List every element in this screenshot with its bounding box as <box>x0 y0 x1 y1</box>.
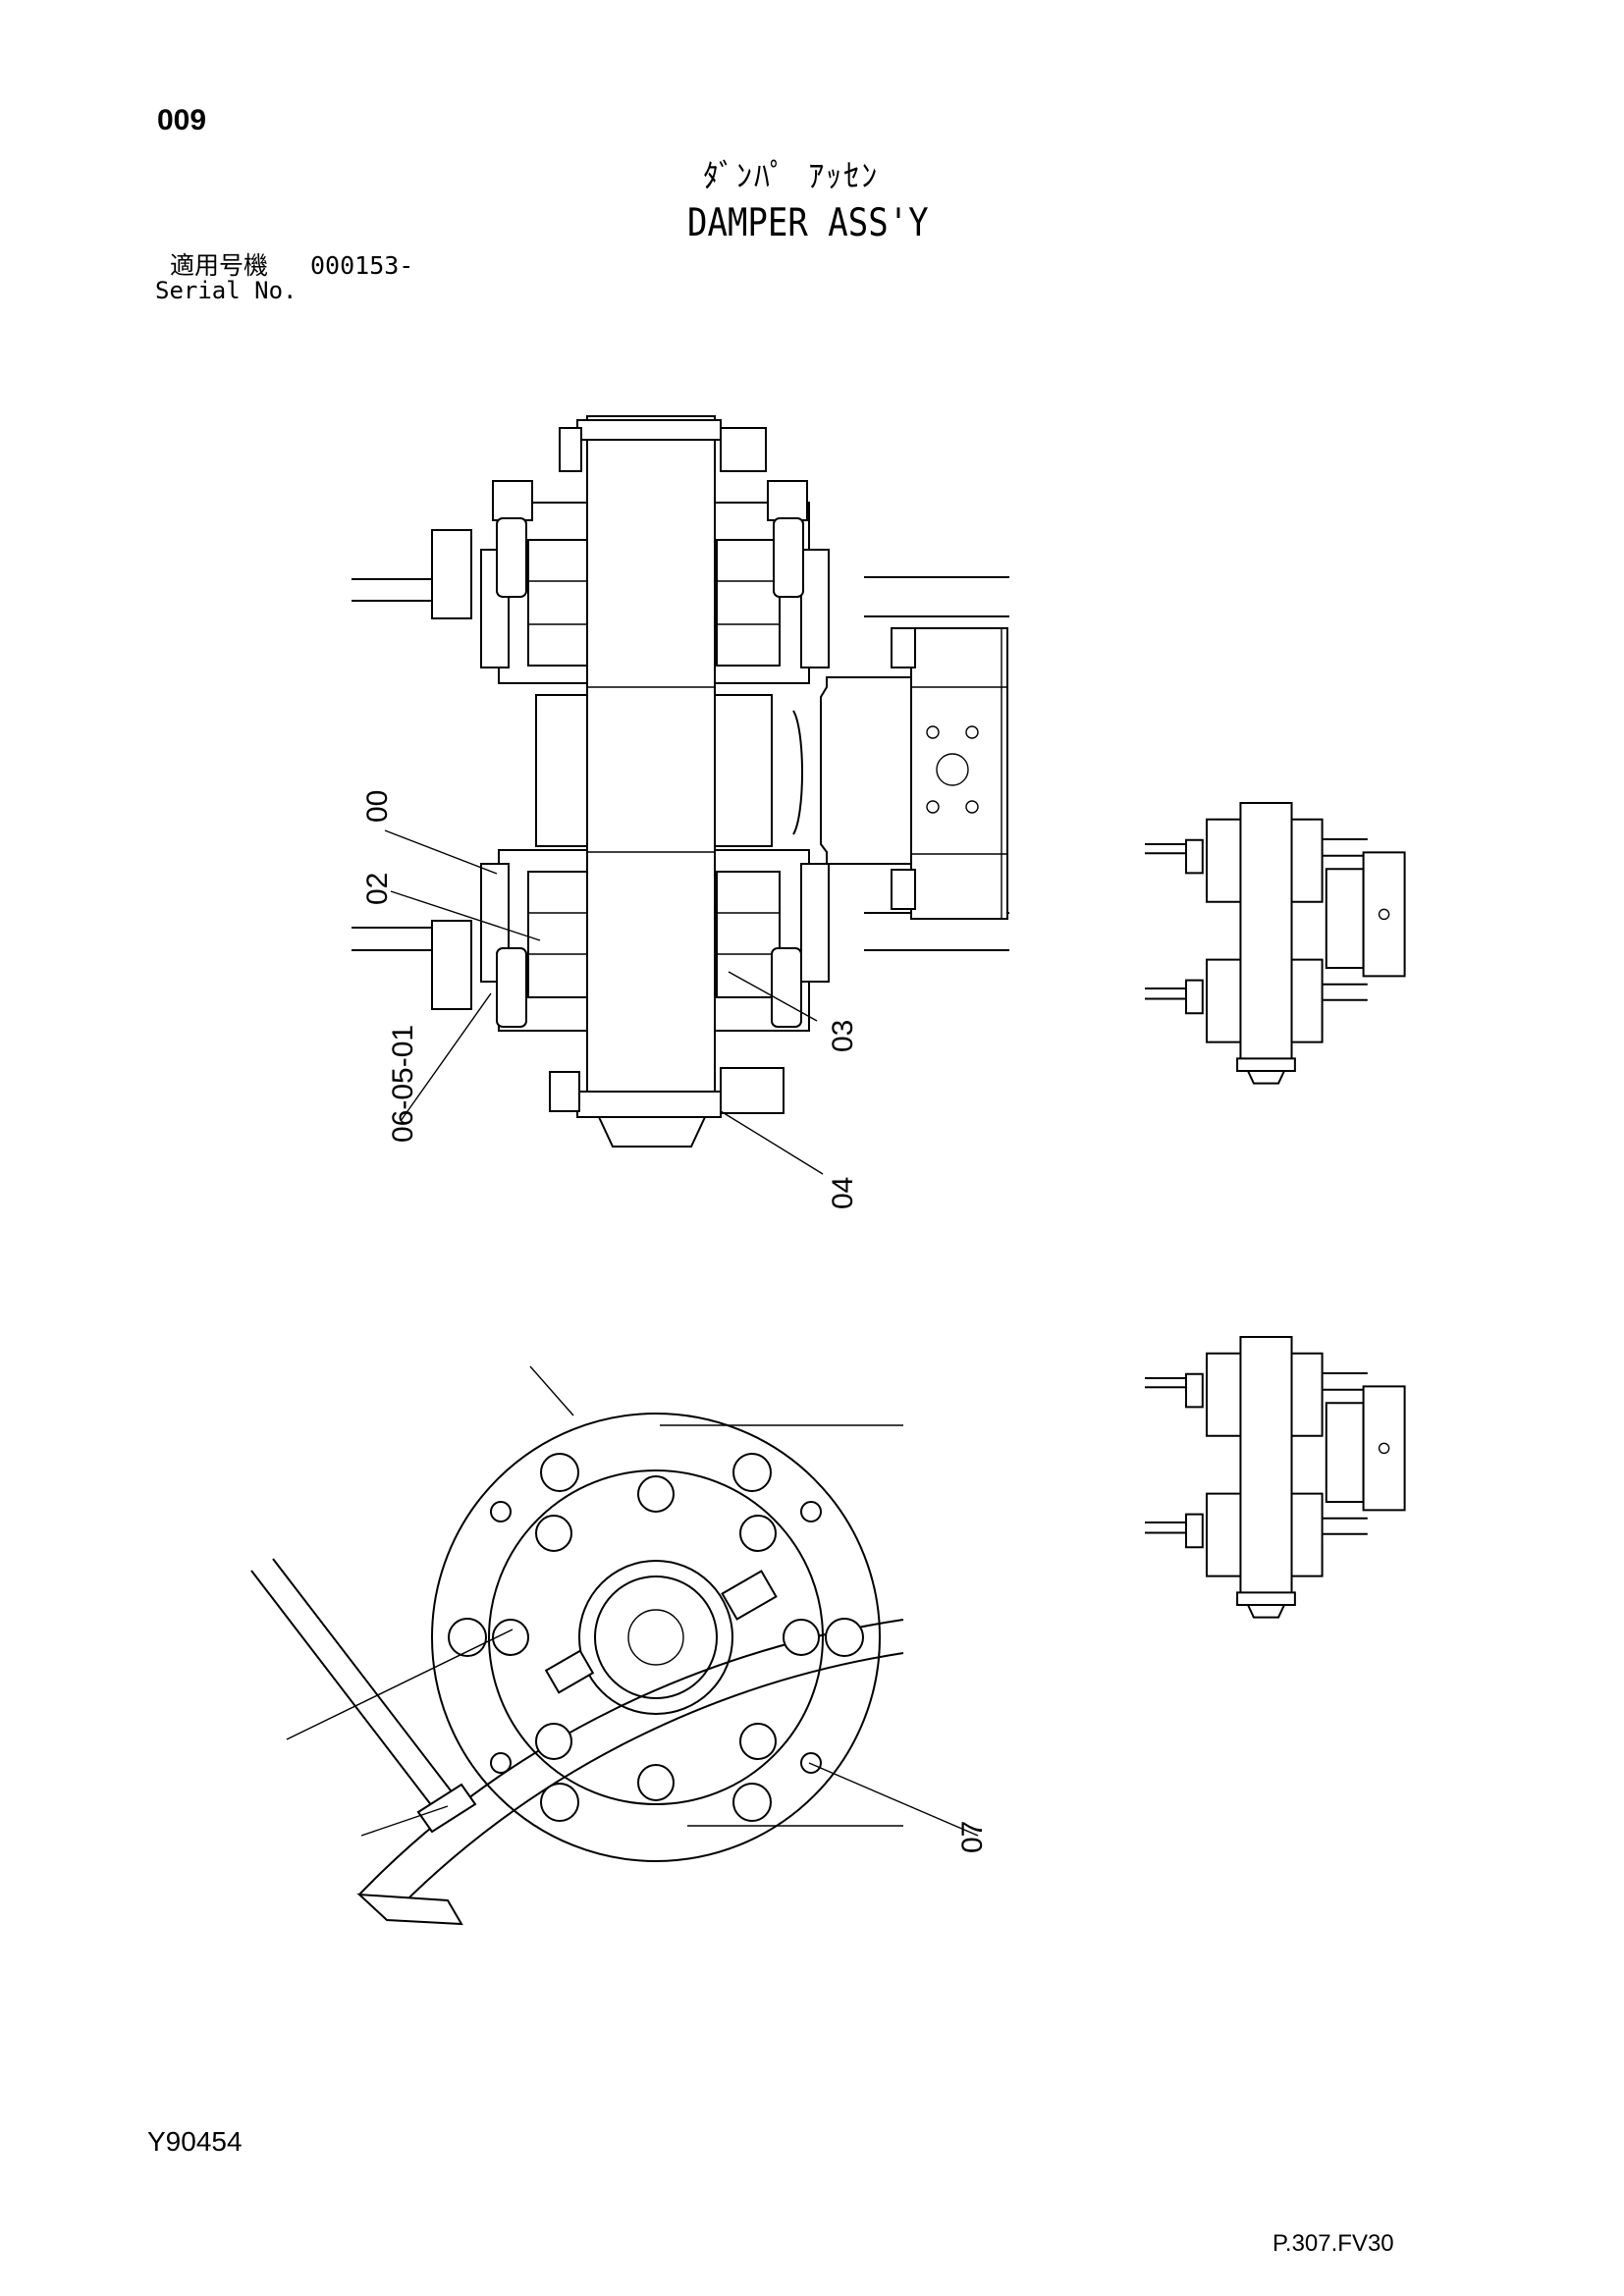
serial-label-english: Serial No. <box>155 277 298 304</box>
callout-label-06-05-01: 06-05-01 <box>387 1025 419 1143</box>
drawing-id: Y90454 <box>147 2126 243 2157</box>
serial-number-value: 000153- <box>310 251 414 280</box>
callout-label-07: 07 <box>956 1821 989 1853</box>
flange-end-view <box>251 1366 978 1924</box>
page-number: 009 <box>157 104 207 136</box>
main-section-view <box>352 416 1009 1147</box>
outer-bolt-holes <box>449 1454 863 1821</box>
reference-view-lower <box>1145 1337 1405 1618</box>
serial-label-japanese: 適用号機 <box>170 251 269 280</box>
inner-bolt-holes <box>493 1476 819 1800</box>
callout-leaders-main <box>385 830 823 1174</box>
callout-labels: 00 02 06-05-01 03 04 07 <box>361 790 989 1853</box>
callout-label-04: 04 <box>827 1177 859 1209</box>
callout-label-03: 03 <box>827 1020 859 1052</box>
reference-view-upper <box>1145 803 1405 1084</box>
title-english: DAMPER ASS'Y <box>687 200 929 246</box>
title-japanese: ﾀﾞﾝﾊﾟ ｱｯｾﾝ <box>703 157 880 194</box>
page-code: P.307.FV30 <box>1272 2230 1394 2257</box>
callout-label-00: 00 <box>361 790 394 823</box>
callout-label-02: 02 <box>361 873 394 905</box>
